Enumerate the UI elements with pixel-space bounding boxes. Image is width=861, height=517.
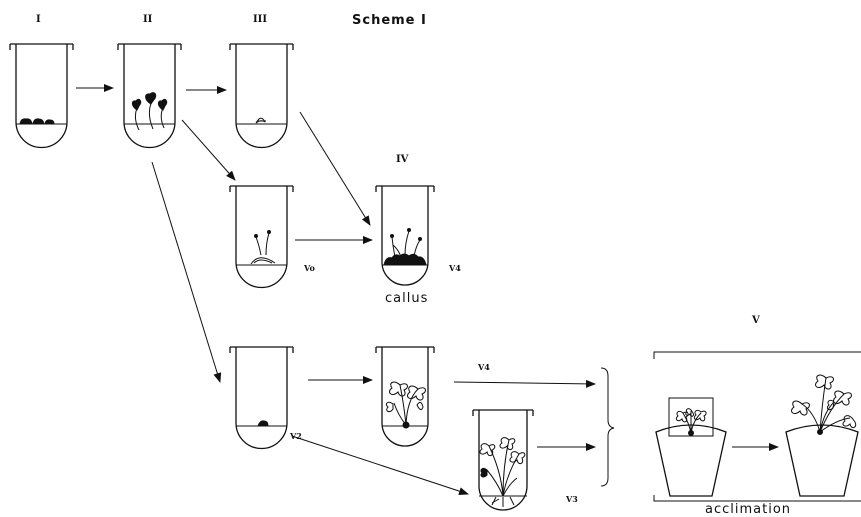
stage-label-iv: IV [396,154,409,165]
tube-label-v4-callus: V4 [448,263,461,273]
stage-label-ii: II [143,14,153,25]
tube-iv-callus [375,185,435,286]
tube-v2 [229,346,294,450]
tube-v4-plant [375,346,435,447]
tube-label-v4-plant: V4 [477,362,490,372]
arrows [76,84,779,495]
grouping-brace [600,367,615,487]
stage-label-v: V [751,315,760,326]
pot-small-plant [655,397,727,497]
tube-label-vo: Vo [303,263,315,273]
acclimation-frame [653,351,861,502]
tube-label-v2: V2 [289,431,302,441]
tube-v3 [472,409,534,511]
acclimation-caption: acclimation [705,502,791,517]
stage-label-i: I [36,14,41,25]
tube-vo [229,185,294,289]
callus-caption: callus [385,291,428,306]
scheme-title: Scheme I [352,13,427,28]
stage-label-iii: III [253,14,267,25]
pot-grown-plant [785,374,859,497]
tube-iii [229,43,294,149]
tube-i [9,43,74,149]
tube-ii [117,43,182,149]
tube-label-v3: V3 [565,494,578,504]
